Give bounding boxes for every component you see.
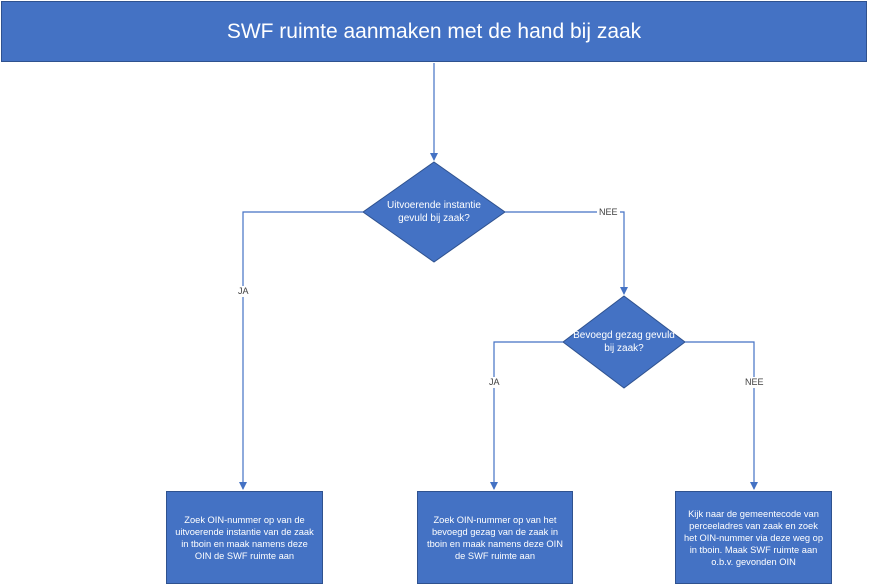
decision1-yes-label: JA [236, 286, 251, 297]
connector-decision1-yes [239, 211, 363, 490]
action-box-uitvoerende-instantie: Zoek OIN-nummer op van de uitvoerende in… [166, 491, 323, 584]
action-box-gemeentecode: Kijk naar de gemeentecode van perceeladr… [675, 491, 832, 584]
connector-decision1-no [505, 211, 628, 295]
decision1-no-label: NEE [597, 207, 620, 218]
connector-decision2-no [685, 341, 758, 490]
action-box-bevoegd-gezag: Zoek OIN-nummer op van het bevoegd gezag… [417, 491, 573, 584]
diagram-title: SWF ruimte aanmaken met de hand bij zaak [226, 19, 642, 43]
decision2-label: Bevoegd gezag gevuld bij zaak? [573, 330, 675, 354]
connector-decision2-yes [490, 341, 563, 490]
decision2-no-label: NEE [743, 377, 766, 388]
decision2-yes-label: JA [487, 377, 502, 388]
decision1-label: Uitvoerende instantie gevuld bij zaak? [387, 200, 481, 224]
title-bar: SWF ruimte aanmaken met de hand bij zaak [1, 1, 867, 62]
decision2-diamond [562, 295, 686, 389]
decision1-diamond [362, 161, 506, 263]
